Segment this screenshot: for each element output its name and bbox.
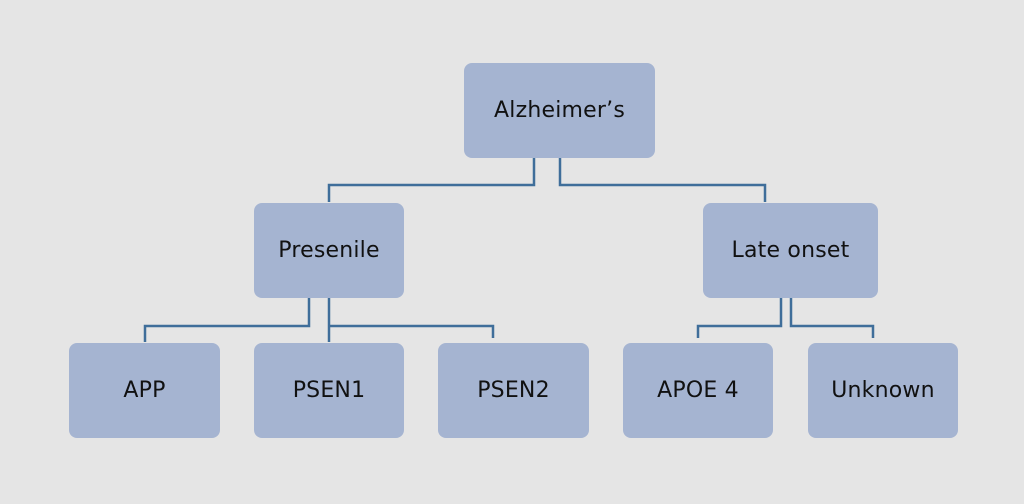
- node-unknown: Unknown: [808, 343, 958, 438]
- connector-presenile-psen2: [329, 324, 495, 338]
- node-apoe4: APOE 4: [623, 343, 773, 438]
- connector-root-late-onset: [558, 158, 767, 202]
- connector-presenile-app: [143, 298, 311, 342]
- node-psen1: PSEN1: [254, 343, 404, 438]
- node-late-onset: Late onset: [703, 203, 878, 298]
- connector-late-onset-unknown: [789, 298, 875, 338]
- node-app: APP: [69, 343, 220, 438]
- node-psen2: PSEN2: [438, 343, 589, 438]
- connector-late-onset-apoe4: [696, 298, 783, 338]
- node-presenile: Presenile: [254, 203, 404, 298]
- connector-root-presenile: [327, 158, 536, 202]
- node-alzheimers: Alzheimer’s: [464, 63, 655, 158]
